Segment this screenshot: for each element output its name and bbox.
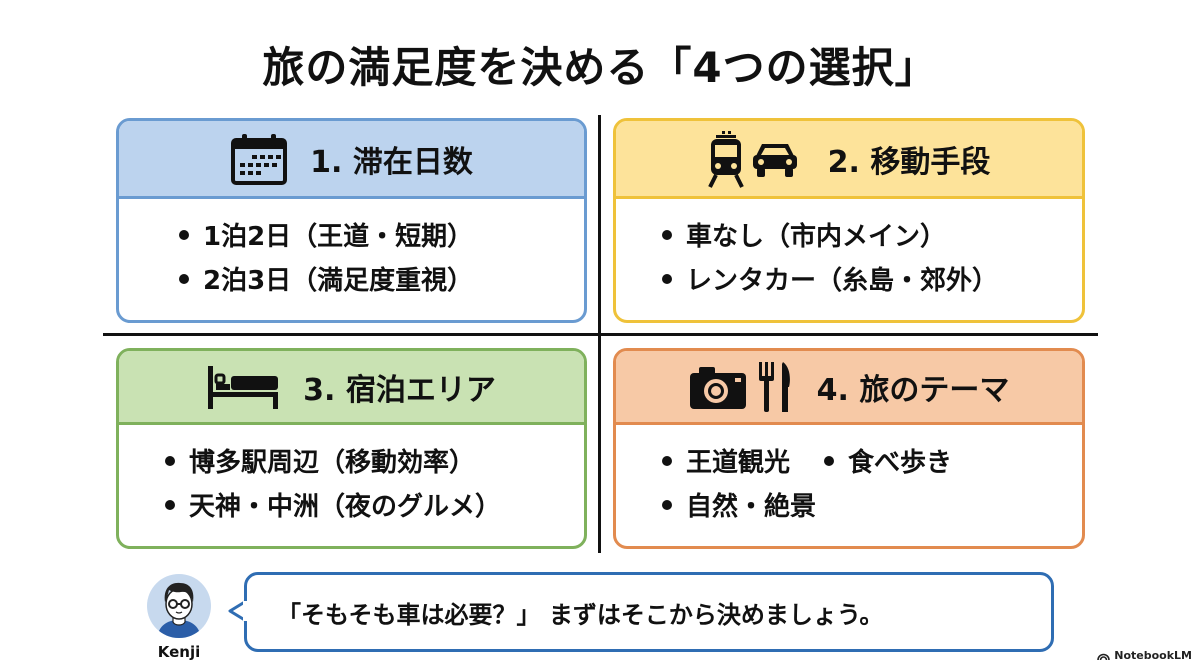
card-title: 3. 宿泊エリア	[303, 372, 496, 408]
card-travel-theme: 4. 旅のテーマ 王道観光 食べ歩き 自然・絶景	[613, 348, 1085, 549]
bubble-tail-mask	[243, 601, 249, 621]
card-title: 2. 移動手段	[827, 144, 991, 180]
page-title: 旅の満足度を決める「4つの選択」	[262, 43, 938, 92]
speech-text: 「そもそも車は必要？」 まずはそこから決めましょう。	[277, 600, 884, 629]
card-title: 1. 滞在日数	[310, 144, 473, 180]
card-transportation: 2. 移動手段 車なし（市内メイン） レンタカー（糸島・郊外）	[613, 118, 1085, 323]
list-item: 天神・中洲（夜のグルメ）	[165, 485, 584, 529]
avatar	[147, 574, 211, 638]
camera-icon	[689, 366, 746, 409]
list-item: 2泊3日（満足度重視）	[179, 259, 584, 303]
card-title: 4. 旅のテーマ	[816, 372, 1010, 408]
list-item: 食べ歩き	[824, 441, 952, 485]
bullet	[662, 273, 672, 284]
bullet	[662, 499, 672, 510]
list-item: 王道観光	[662, 441, 790, 485]
list-item: 車なし（市内メイン）	[662, 215, 1082, 259]
bullet	[165, 455, 175, 466]
horizontal-divider	[103, 333, 1098, 336]
card-header: 2. 移動手段	[616, 121, 1082, 199]
bullet	[179, 273, 189, 284]
list-item: 1泊2日（王道・短期）	[179, 215, 584, 259]
train-icon	[707, 130, 744, 188]
watermark: NotebookLM	[1097, 649, 1192, 662]
calendar-icon	[230, 133, 288, 185]
card-header: 4. 旅のテーマ	[616, 351, 1082, 425]
card-header: 3. 宿泊エリア	[119, 351, 584, 425]
bed-icon	[207, 364, 279, 410]
list-item: 自然・絶景	[662, 485, 1082, 529]
card-header: 1. 滞在日数	[119, 121, 584, 199]
bullet	[662, 455, 672, 466]
notebooklm-logo-icon	[1097, 653, 1111, 660]
card-lodging-area: 3. 宿泊エリア 博多駅周辺（移動効率） 天神・中洲（夜のグルメ）	[116, 348, 587, 549]
car-icon	[752, 143, 797, 177]
bullet	[662, 229, 672, 240]
bullet	[824, 455, 835, 466]
list-item: レンタカー（糸島・郊外）	[662, 259, 1082, 303]
bullet	[165, 499, 175, 510]
fork-knife-icon	[758, 361, 790, 412]
bullet	[179, 229, 189, 240]
list-item: 博多駅周辺（移動効率）	[165, 441, 584, 485]
person-avatar-icon	[157, 582, 201, 638]
card-stay-length: 1. 滞在日数 1泊2日（王道・短期） 2泊3日（満足度重視）	[116, 118, 587, 323]
speaker-name: Kenji	[157, 643, 201, 661]
speech-bubble: 「そもそも車は必要？」 まずはそこから決めましょう。	[244, 572, 1054, 652]
